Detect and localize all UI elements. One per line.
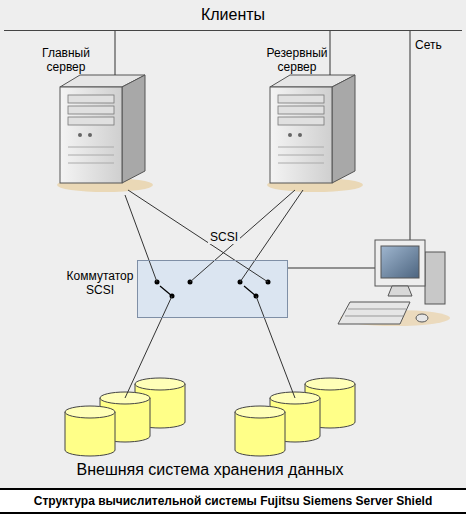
server: Главный сервер [20, 40, 155, 195]
network-band: Клиенты [4, 0, 462, 31]
network-wire [410, 31, 411, 240]
connector [125, 296, 172, 398]
connector [125, 195, 157, 282]
connector [115, 31, 116, 75]
node-label: Резервный сервер [247, 46, 347, 74]
switch-box: Коммутатор SCSI [137, 260, 288, 318]
node-label: Главный сервер [25, 46, 107, 74]
control-wire [288, 268, 375, 269]
bus-label: SCSI [208, 230, 240, 244]
disk-group [235, 378, 355, 456]
reserve-server-tower [267, 75, 363, 192]
node-label: Коммутатор SCSI [65, 269, 135, 297]
server: Резервный сервер [245, 40, 375, 195]
connector [190, 190, 295, 282]
node-label: Внешняя система хранения данных [55, 461, 365, 479]
connector [128, 190, 268, 282]
workstation [338, 240, 450, 326]
connector [330, 31, 331, 75]
connector [256, 296, 295, 398]
switch-fill [137, 260, 288, 318]
connector [240, 190, 303, 282]
disk-group [65, 378, 185, 456]
node-label: Клиенты [4, 6, 462, 24]
figure-caption: Структура вычислительной системы Fujitsu… [0, 488, 466, 514]
storage-group: Внешняя система хранения данных [55, 370, 365, 482]
network-label: Сеть [415, 38, 442, 52]
switch-contacts [155, 280, 271, 299]
main-server-tower [57, 75, 153, 192]
